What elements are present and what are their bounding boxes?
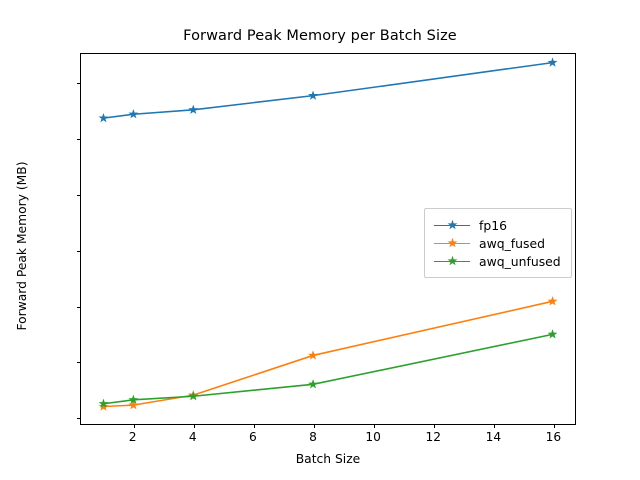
data-point-marker	[308, 90, 318, 100]
x-tick-label: 12	[425, 430, 441, 444]
x-tick-label: 14	[485, 430, 502, 444]
y-tick-mark	[77, 250, 81, 252]
legend-entry-awq_fused[interactable]: awq_fused	[434, 234, 563, 252]
x-tick-mark	[554, 424, 556, 428]
y-tick-mark	[77, 83, 81, 85]
data-point-marker	[188, 104, 199, 114]
y-tick-mark	[77, 139, 81, 141]
legend-entry-awq_unfused[interactable]: awq_unfused	[434, 252, 563, 270]
data-point-marker	[547, 329, 558, 339]
x-tick-mark	[253, 424, 255, 428]
data-point-marker	[308, 379, 318, 389]
data-point-marker	[308, 350, 318, 360]
plot-surface	[98, 57, 558, 411]
data-point-marker	[98, 401, 109, 411]
data-point-marker	[188, 391, 199, 401]
data-point-marker	[128, 399, 139, 410]
series-line	[103, 61, 553, 119]
x-tick-mark	[494, 424, 496, 428]
x-tick-label: 2	[128, 430, 137, 444]
legend-swatch-icon	[434, 236, 470, 250]
x-tick-label: 10	[365, 430, 381, 444]
y-tick-mark	[77, 418, 81, 420]
series-fp16	[98, 57, 558, 123]
data-point-marker	[128, 394, 139, 405]
legend-swatch-icon	[434, 218, 470, 232]
series-awq_fused	[98, 296, 558, 411]
legend-label: awq_unfused	[479, 253, 561, 269]
y-axis-label: Forward Peak Memory (MB)	[15, 161, 29, 331]
legend-label: awq_fused	[479, 235, 545, 251]
x-tick-mark	[434, 424, 436, 428]
y-tick-mark	[77, 306, 81, 308]
x-tick-label: 16	[545, 430, 562, 444]
data-point-marker	[547, 296, 558, 306]
x-tick-mark	[313, 424, 315, 428]
legend-label: fp16	[479, 217, 507, 233]
x-axis-label: Batch Size	[295, 452, 361, 466]
legend-swatch-icon	[434, 254, 470, 268]
y-tick-mark	[77, 362, 81, 364]
chart-title: Forward Peak Memory per Batch Size	[183, 28, 457, 44]
legend-entry-fp16[interactable]: fp16	[434, 216, 563, 234]
series-awq_unfused	[98, 329, 558, 408]
series-line	[103, 300, 553, 408]
chart-legend: fp16 awq_fused awq_unfused	[424, 208, 572, 278]
data-point-marker	[98, 398, 109, 408]
data-point-marker	[98, 112, 109, 123]
data-point-marker	[128, 109, 139, 119]
x-tick-mark	[193, 424, 195, 428]
x-tick-label: 8	[309, 430, 317, 444]
x-tick-label: 6	[248, 430, 257, 444]
series-line	[103, 333, 553, 405]
y-tick-mark	[77, 194, 81, 196]
x-tick-label: 4	[188, 430, 197, 444]
data-point-marker	[547, 57, 558, 67]
x-tick-mark	[133, 424, 135, 428]
x-tick-mark	[374, 424, 376, 428]
